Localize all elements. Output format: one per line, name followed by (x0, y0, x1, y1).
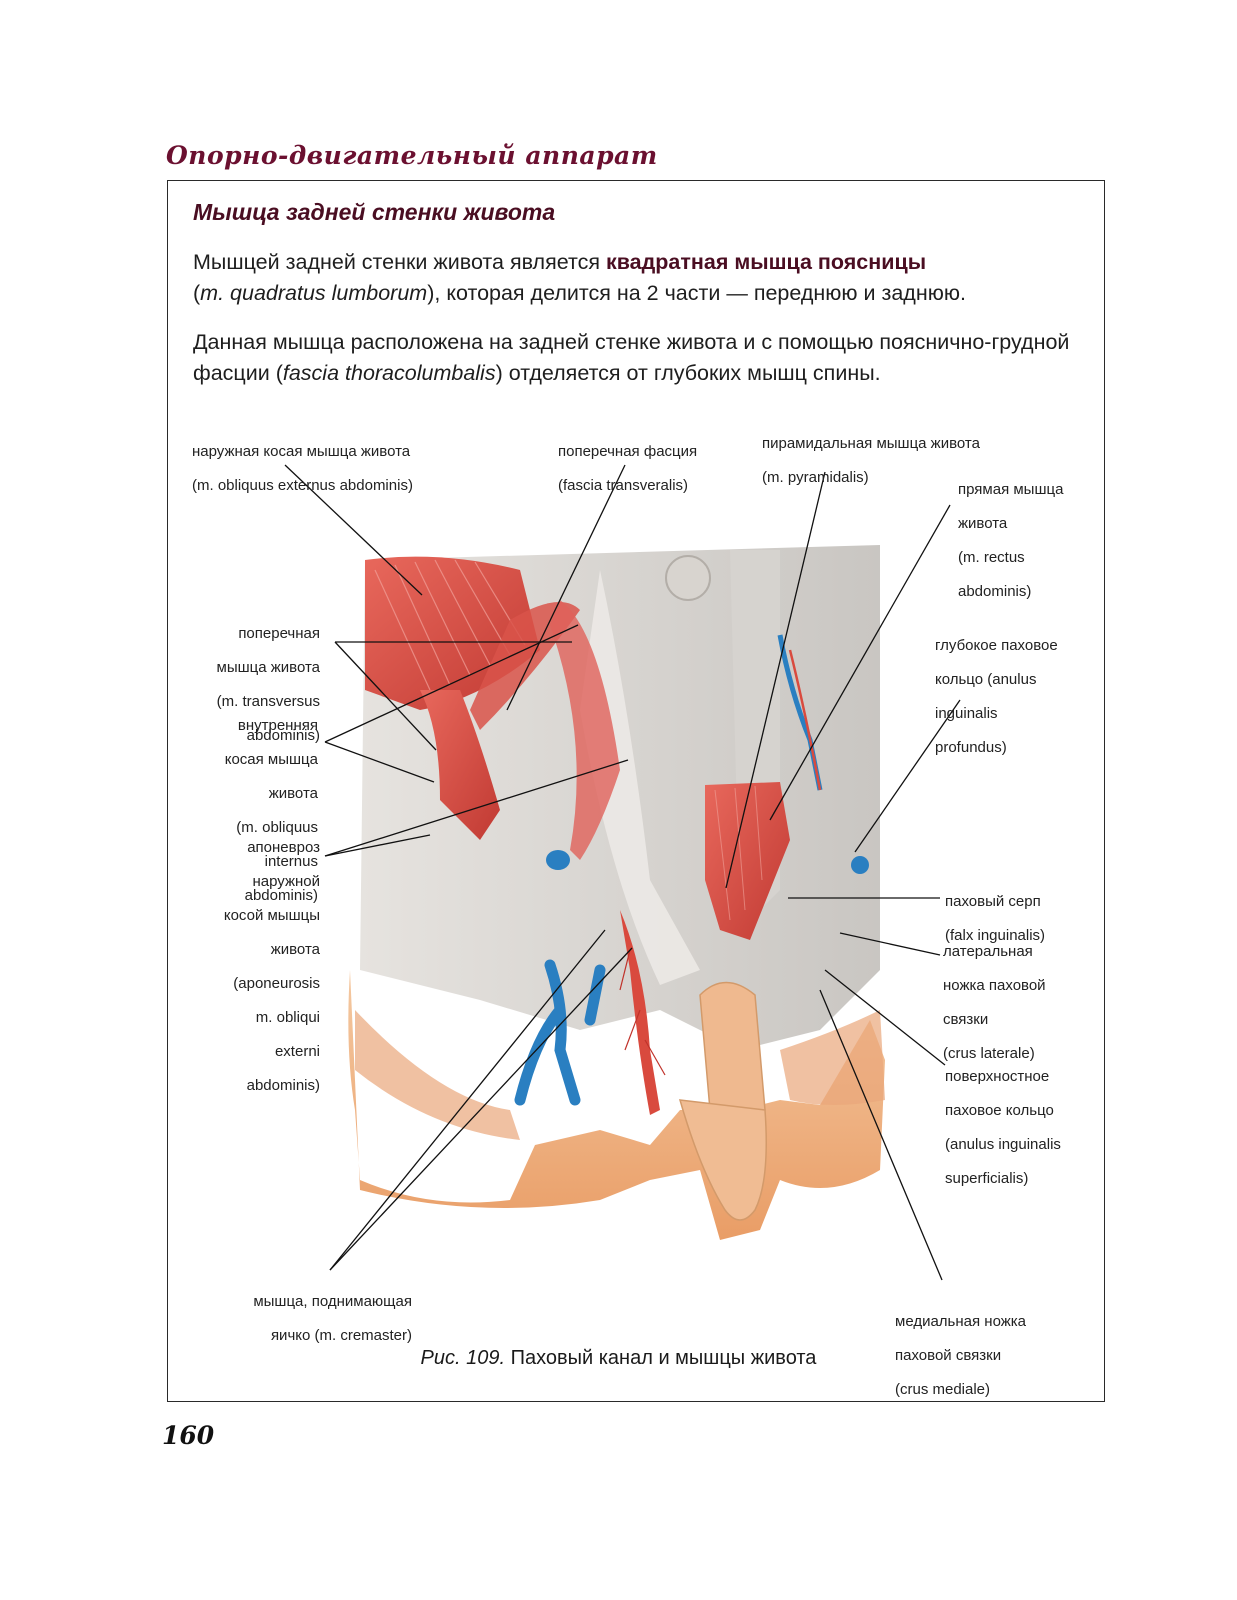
label-line: живота (270, 941, 320, 958)
label-line: (m. pyramidalis) (762, 469, 869, 486)
label-falx: паховый серп (falx inguinalis) (945, 876, 1045, 961)
label-line: abdominis) (246, 1077, 320, 1094)
label-line: inguinalis (935, 705, 998, 722)
label-transversus: поперечная мышца живота (m. transversus … (180, 608, 321, 761)
label-superficial-ring: поверхностное паховое кольцо (anulus ing… (945, 1051, 1061, 1204)
section-title: Мышца задней стенки живота (193, 199, 556, 225)
label-line: externi (274, 1043, 320, 1060)
p1-text-e: ), которая делится на 2 части — переднюю… (427, 281, 966, 305)
label-line: паховый серп (945, 893, 1041, 910)
label-line: internus (264, 853, 318, 870)
label-cremaster: мышца, поднимающая яичко (m. cremaster) (200, 1276, 412, 1361)
label-line: m. obliqui (255, 1009, 320, 1026)
label-line: глубокое паховое (935, 637, 1058, 654)
label-line: (anulus inguinalis (945, 1136, 1061, 1153)
p1-term: квадратная мышца поясницы (605, 250, 927, 274)
label-line: abdominis) (958, 583, 1032, 600)
label-fascia-transversalis: поперечная фасция (fascia transveralis) (558, 426, 697, 511)
p1-text-a: Мышцей задней стенки живота является (193, 250, 606, 274)
label-aponeurosis: апоневроз наружной косой мышцы живота (a… (180, 822, 320, 1111)
label-line: апоневроз (247, 839, 320, 856)
label-line: поперечная фасция (558, 443, 698, 460)
leader-lines (284, 464, 961, 1281)
label-line: (fascia transveralis) (558, 477, 689, 494)
label-line: живота (268, 785, 318, 802)
label-crus-mediale: медиальная ножка паховой связки (crus me… (895, 1296, 1026, 1415)
p2-latin: fascia thoracolumbalis (282, 361, 496, 385)
label-line: мышца, поднимающая (253, 1293, 412, 1310)
label-rectus: прямая мышца живота (m. rectus abdominis… (958, 464, 1063, 617)
deep-ring-vessels (546, 850, 570, 870)
label-line: ножка паховой (943, 977, 1046, 994)
p2-text-c: ) отделяется от глубоких мышц спины. (495, 361, 881, 385)
anatomy-figure: наружная косая мышца живота (m. obliquus… (180, 410, 1095, 1398)
label-deep-ring: глубокое паховое кольцо (anulus inguinal… (935, 620, 1058, 773)
content-frame (167, 180, 1105, 1402)
label-line: медиальная ножка (895, 1313, 1027, 1330)
caption-text: Паховый канал и мышцы живота (505, 1347, 817, 1369)
page-number: 160 (162, 1421, 215, 1450)
label-line: (m. transversus (216, 693, 320, 710)
label-line: внутренняя (237, 717, 318, 734)
label-line: косой мышцы (223, 907, 320, 924)
running-head: Опорно-двигательный аппарат (166, 141, 658, 170)
paragraph-1: Мышцей задней стенки живота является ква… (193, 247, 1073, 309)
label-line: (crus mediale) (895, 1381, 991, 1398)
label-line: abdominis) (246, 727, 320, 744)
label-line: косая мышца (224, 751, 318, 768)
label-line: (aponeurosis (233, 975, 320, 992)
penis (678, 1099, 767, 1221)
paragraph-2: Данная мышца расположена на задней стенк… (193, 327, 1073, 389)
label-obliquus-internus: внутренняя косая мышца живота (m. obliqu… (180, 700, 318, 921)
p1-text-c: ( (193, 281, 201, 305)
label-line: (m. rectus (958, 549, 1025, 566)
label-line: (m. obliquus (236, 819, 318, 836)
label-line: кольцо (anulus (935, 671, 1037, 688)
label-line: паховое кольцо (945, 1102, 1054, 1119)
pyramidalis-muscle (705, 782, 790, 940)
label-line: латеральная (943, 943, 1033, 960)
transversus-muscle (470, 602, 580, 730)
p2-text-a: Данная мышца расположена на задней стенк… (193, 330, 1070, 385)
spermatic-cord (620, 910, 660, 1115)
label-line: profundus) (935, 739, 1007, 756)
label-line: (m. obliquus externus abdominis) (192, 477, 413, 494)
label-pyramidalis: пирамидальная мышца живота (m. pyramidal… (762, 418, 980, 503)
label-line: (falx inguinalis) (945, 927, 1046, 944)
label-line: пирамидальная мышца живота (762, 435, 980, 452)
label-line: (crus laterale) (943, 1045, 1035, 1062)
label-line: поперечная (238, 625, 320, 642)
label-crus-laterale: латеральная ножка паховой связки (crus l… (943, 926, 1046, 1079)
anatomy-illustration (284, 464, 961, 1281)
label-line: живота (958, 515, 1008, 532)
label-obliquus-externus: наружная косая мышца живота (m. obliquus… (192, 426, 413, 511)
label-line: прямая мышца (958, 481, 1064, 498)
caption-prefix: Рис. 109. (420, 1347, 506, 1369)
label-line: связки (943, 1011, 989, 1028)
label-line: яичко (m. cremaster) (270, 1327, 412, 1344)
internal-oblique-muscle (420, 690, 500, 840)
figure-caption: Рис. 109. Паховый канал и мышцы живота (0, 1347, 1237, 1370)
p1-latin: m. quadratus lumborum (200, 281, 428, 305)
label-line: наружная косая мышца живота (192, 443, 411, 460)
femoral-vessels (514, 959, 606, 1106)
label-line: superficialis) (945, 1170, 1029, 1187)
label-line: abdominis) (244, 887, 318, 904)
label-line: поверхностное (945, 1068, 1050, 1085)
umbilicus (665, 555, 711, 601)
label-line: паховой связки (895, 1347, 1002, 1364)
label-line: мышца живота (216, 659, 321, 676)
label-line: наружной (252, 873, 320, 890)
